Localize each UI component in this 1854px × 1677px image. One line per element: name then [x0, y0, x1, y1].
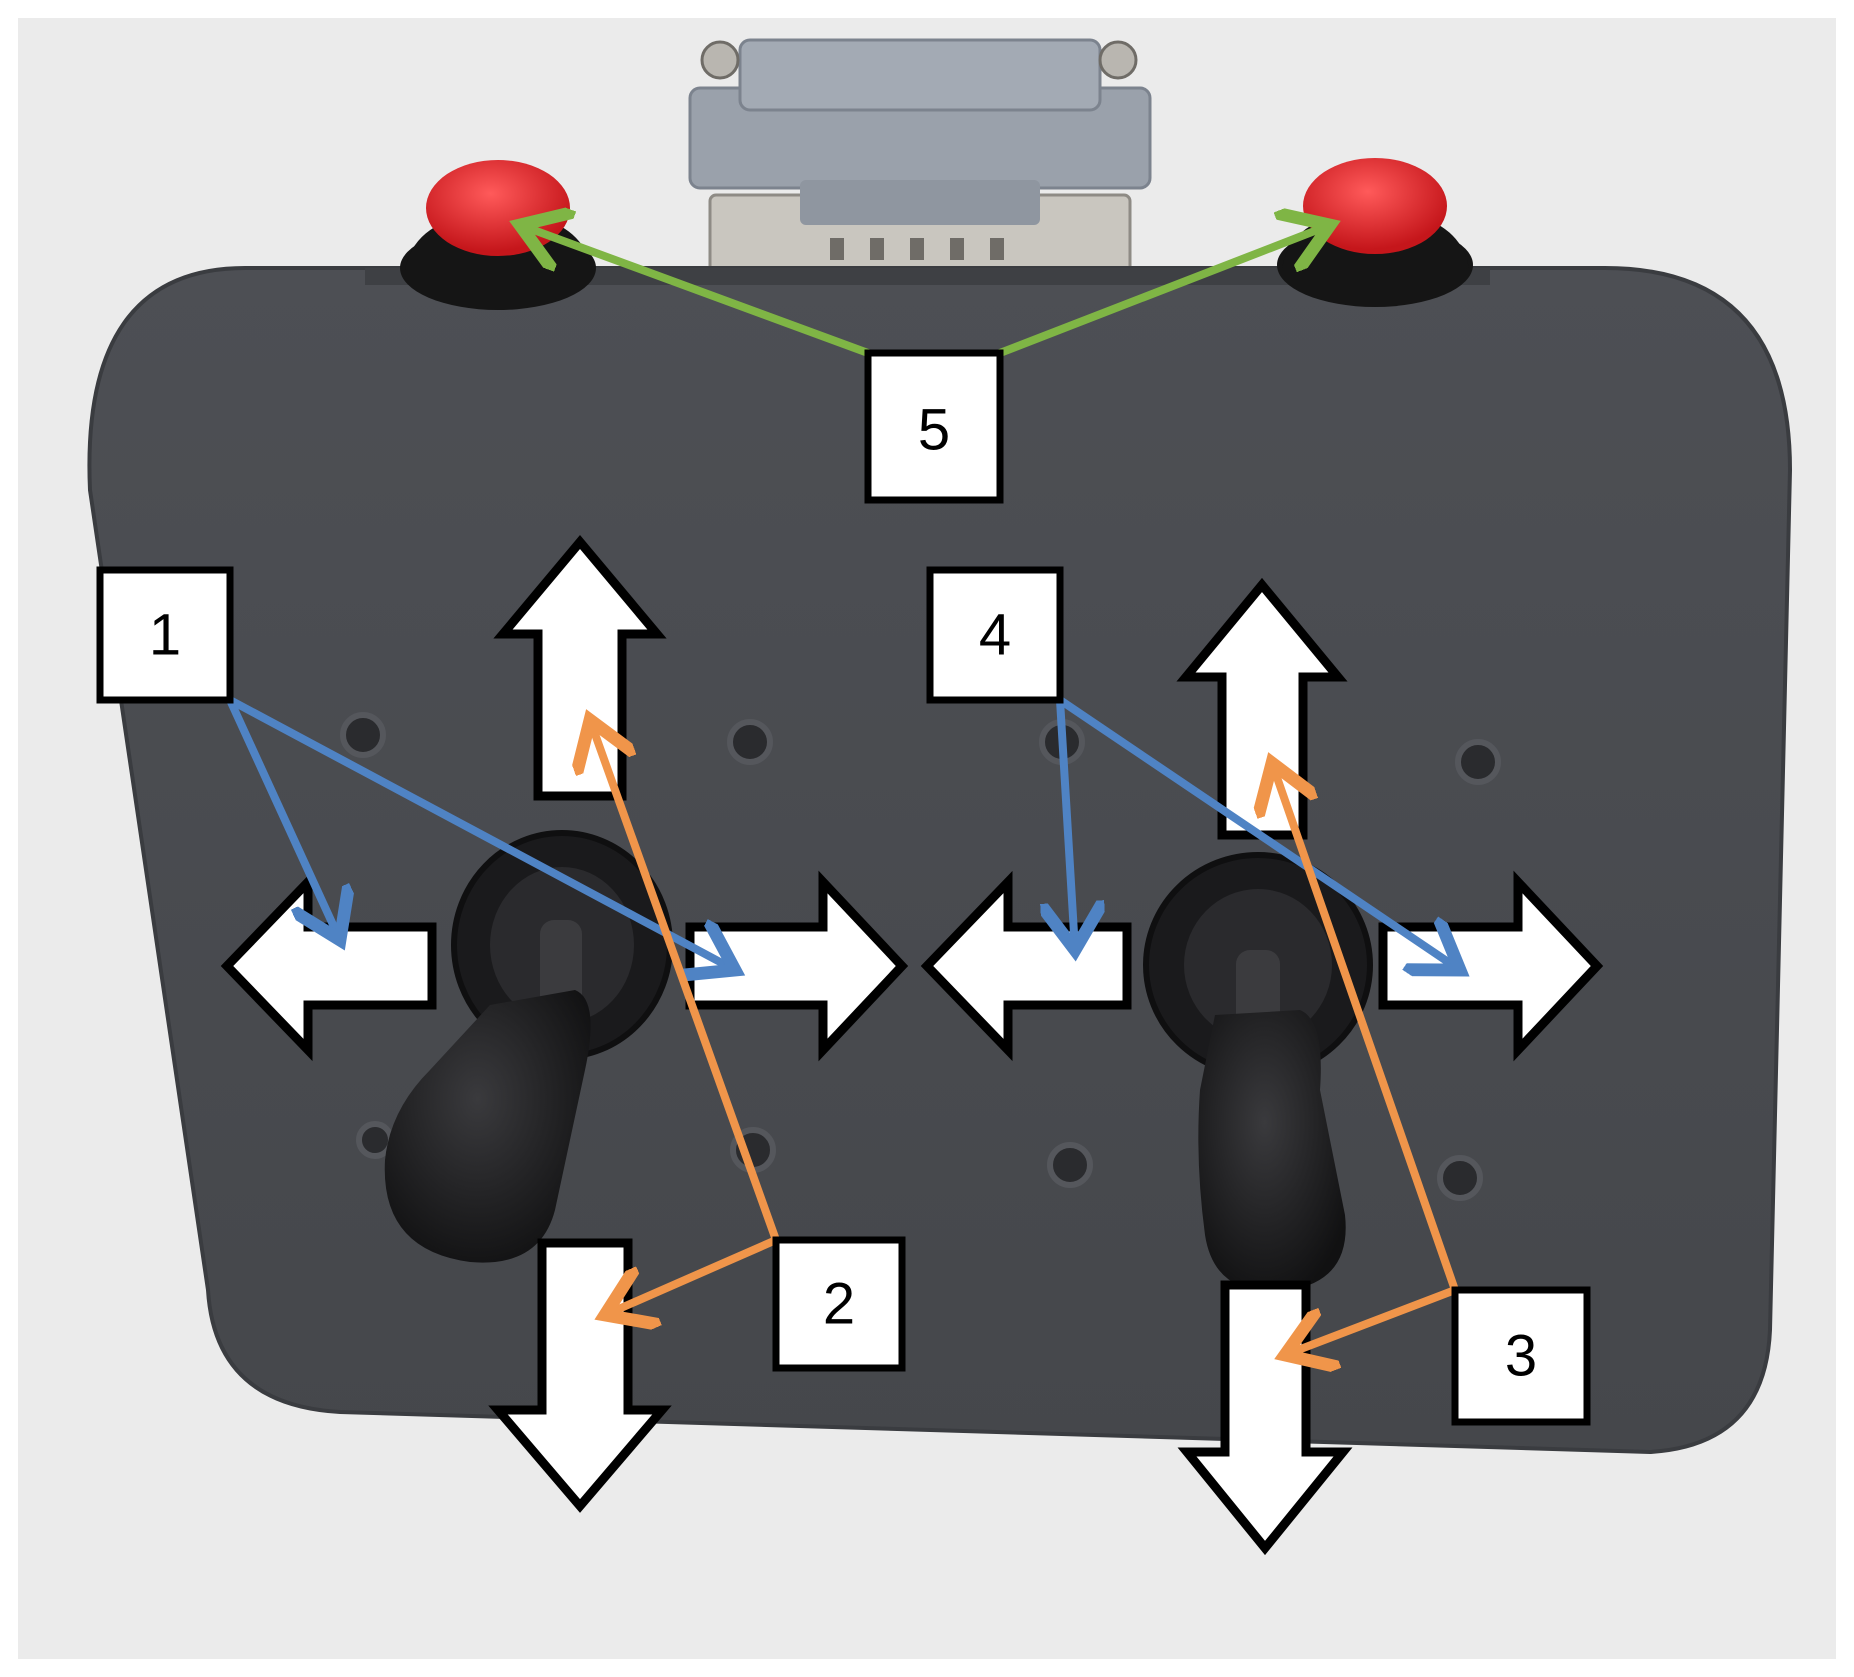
callout-3-text: 3	[1505, 1324, 1537, 1389]
callout-1-text: 1	[149, 603, 181, 668]
callout-4: 4	[926, 566, 1064, 704]
right-joystick-icon	[1143, 852, 1373, 1292]
callout-1: 1	[96, 566, 234, 704]
leader-lines-4	[1060, 696, 1460, 970]
callout-3: 3	[1451, 1286, 1591, 1426]
left-joystick-icon	[384, 830, 673, 1263]
connector-icon	[688, 38, 1152, 287]
callout-2-text: 2	[823, 1272, 855, 1337]
leader-lines-2	[590, 720, 780, 1315]
leader-lines-5	[520, 225, 1330, 357]
leader-lines-1	[226, 696, 735, 970]
callout-5: 5	[864, 349, 1004, 504]
callout-4-text: 4	[979, 603, 1011, 668]
arrow-right-right-icon	[1378, 870, 1604, 1062]
screw-icons	[340, 712, 1501, 1201]
callout-5-text: 5	[918, 398, 950, 463]
callout-2: 2	[772, 1236, 906, 1372]
leader-lines-3	[1272, 763, 1459, 1355]
arrow-left-right-icon	[920, 870, 1132, 1062]
arrow-right-left-icon	[685, 870, 909, 1062]
